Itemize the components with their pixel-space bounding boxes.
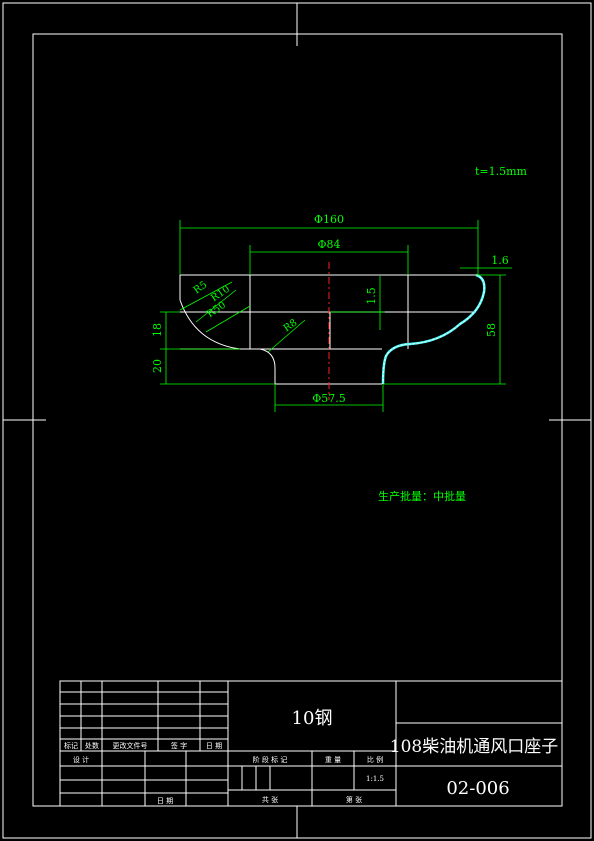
production-note: 生产批量：中批量 [378, 489, 466, 503]
dim-r15: R5 [192, 279, 210, 296]
tb-change-doc-label: 更改文件号 [113, 741, 148, 750]
tb-check-date-label: 日 期 [157, 797, 173, 805]
tb-stage-label: 阶 段 标 记 [253, 755, 288, 764]
dim-mid-dia: Φ84 [317, 238, 340, 251]
part-outline [179, 274, 476, 385]
tb-total-label: 共 张 [262, 795, 278, 804]
thickness-note: t=1.5mm [475, 165, 528, 178]
dim-left-h2: 20 [151, 359, 164, 373]
dim-thickness: 1.6 [491, 254, 509, 267]
tb-mark-label: 标记 [64, 741, 78, 750]
tb-weight-label: 重 量 [325, 756, 341, 764]
dim-step: 1.5 [365, 287, 378, 305]
tb-design-label: 设 计 [73, 755, 89, 764]
material: 10钢 [292, 708, 333, 729]
tb-sign-label: 签 字 [171, 741, 187, 750]
dim-r30: R8 [282, 317, 300, 334]
dimensions [160, 220, 512, 412]
title-block [59, 680, 563, 807]
tb-date-label: 日 期 [206, 742, 222, 750]
dim-height: 58 [485, 323, 498, 337]
dim-bottom-dia: Φ57.5 [312, 392, 346, 405]
tb-sheet-label: 第 张 [346, 795, 362, 804]
tb-count-label: 处数 [85, 741, 99, 750]
tb-ratio-label: 比 例 [367, 755, 383, 764]
dim-r50: R50 [205, 300, 228, 321]
sheet-profile [381, 273, 486, 385]
drawing-number: 02-006 [446, 778, 509, 799]
tb-scale-value: 1:1.5 [366, 775, 384, 783]
dim-left-h1: 18 [151, 323, 164, 337]
part-name: 108柴油机通风口座子 [390, 737, 558, 757]
dim-outer-dia: Φ160 [314, 213, 344, 226]
inner-border [32, 33, 563, 807]
